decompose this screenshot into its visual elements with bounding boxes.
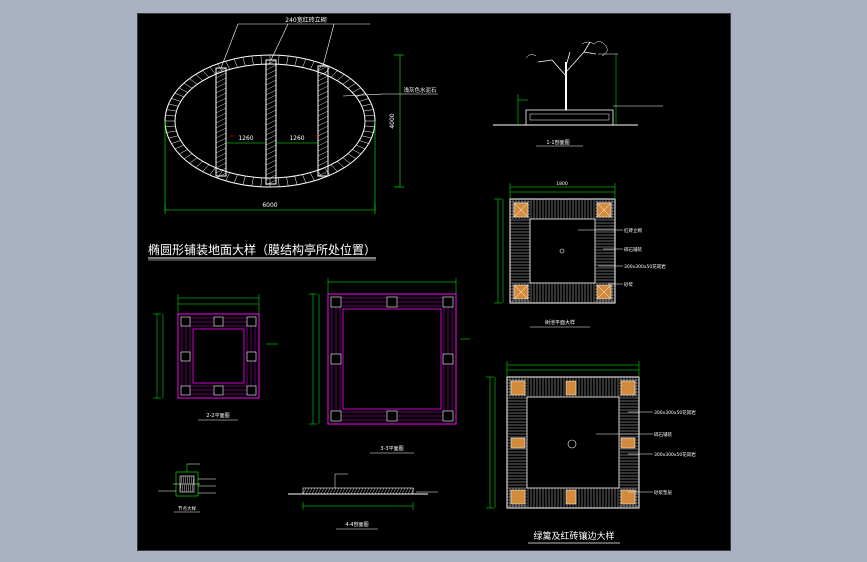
ellipse-dim-left: 1260 [238,135,253,142]
bottom-section-caption: 4-4剖面图 [345,521,368,528]
frame-small-caption: 2-2平面图 [206,413,229,419]
frame-medium [309,278,470,425]
pit-large-note-2: 碎石铺装 [654,431,672,438]
drawing-sheet: 240宽红砖立砌 浅灰色水泥石 6000 4000 1260 1260 椭圆形铺… [137,13,731,551]
pit-large-caption: 绿篱及红砖镶边大样 [533,530,614,542]
ellipse-ring-hatch [165,55,375,187]
pit-small-note-2: 碎石铺装 [624,246,642,253]
ellipse-dims [164,54,404,214]
ellipse-title: 椭圆形铺装地面大样（膜结构亭所处位置） [148,242,376,257]
ellipse-dim-height: 4000 [389,113,396,128]
ellipse-dim-right: 1260 [289,135,304,142]
cad-canvas: 240宽红砖立砌 浅灰色水泥石 6000 4000 1260 1260 椭圆形铺… [148,16,696,544]
frame-medium-caption: 3-3平面图 [380,446,403,452]
pit-small-note-3: 300x300x50花岗岩 [624,263,666,270]
pit-small-caption: 树池平面大样 [545,319,575,326]
ellipse-inner [174,63,366,179]
tree-pit-large [486,361,653,509]
pit-large-note-1: 300x300x50花岗岩 [654,409,696,416]
detail-node-caption: 节点大样 [178,505,196,512]
frame-small [153,294,278,399]
pit-small-note-1: 红砖立砌 [624,227,642,234]
bottom-section [288,473,438,510]
pit-small-dim-top: 1800 [556,181,568,187]
ellipse-plan [164,23,438,214]
detail-node [158,463,216,497]
pit-small-note-4: 砂浆 [624,281,633,288]
ellipse-top-note: 240宽红砖立砌 [285,16,326,24]
ellipse-dim-width: 6000 [262,202,277,209]
ellipse-side-note: 浅灰色水泥石 [403,86,437,94]
tree-section [493,41,663,126]
pit-large-note-4: 砂浆垫层 [654,489,672,496]
tree-section-caption: 1-1剖面图 [546,139,569,146]
pit-large-note-3: 300x300x50花岗岩 [654,451,696,458]
tree-pit-small [494,183,623,304]
